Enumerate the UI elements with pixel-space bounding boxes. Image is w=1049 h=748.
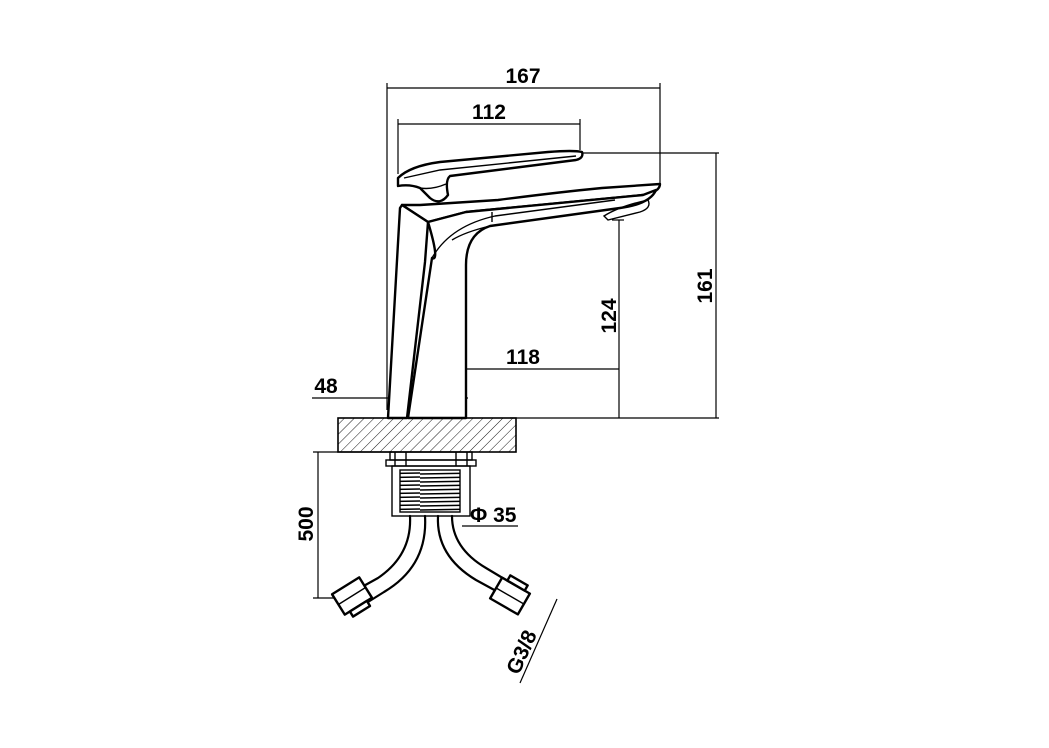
label-body-width: 48 (314, 375, 338, 398)
label-hose-connector: G3/8 (502, 627, 542, 678)
neck (406, 188, 658, 420)
label-total-width: 167 (505, 65, 540, 88)
mounting-assembly (385, 451, 477, 517)
label-thread-diameter: Φ 35 (470, 504, 517, 527)
label-spout-reach: 118 (506, 346, 540, 369)
hose-connectors (330, 574, 532, 618)
handle-lever (396, 149, 584, 203)
label-spout-height: 124 (598, 298, 621, 333)
label-handle-length: 112 (472, 101, 506, 124)
flexible-hoses (358, 514, 508, 604)
countertop-section (337, 417, 517, 453)
faucet-body (386, 149, 662, 420)
label-hose-length: 500 (295, 506, 318, 541)
label-total-height: 161 (694, 268, 717, 303)
